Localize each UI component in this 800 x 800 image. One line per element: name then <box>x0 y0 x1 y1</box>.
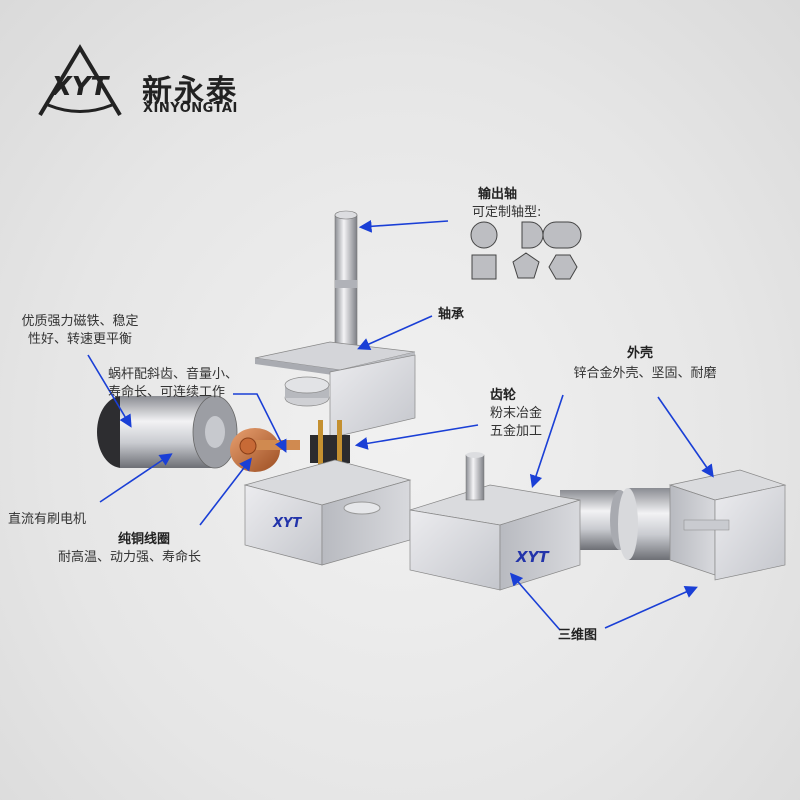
small-gears <box>310 420 350 470</box>
shaft-shape-icons <box>470 221 582 280</box>
three-view-label: 三维图 <box>558 628 598 643</box>
brand-logo-icon: XYT <box>38 44 122 117</box>
brand-name-cn: 新永泰 <box>142 74 238 109</box>
bearing-label: 轴承 <box>438 307 465 322</box>
assembled-gearbox: XYT <box>409 452 630 591</box>
dc-motor-label: 直流有刷电机 <box>8 512 87 527</box>
coil-subtitle: 耐高温、动力强、寿命长 <box>58 550 202 565</box>
housing-title: 外壳 <box>626 346 653 361</box>
worm-label-line2: 寿命长、可连续工作 <box>108 385 226 400</box>
output-shaft <box>334 210 358 346</box>
brand-name-en: XINYONGTAI <box>143 101 238 116</box>
callout-arrows <box>87 219 714 631</box>
assembled-gearbox-rear <box>618 469 787 581</box>
svg-text:XYT: XYT <box>50 72 111 102</box>
copper-coil <box>230 428 300 472</box>
housing-subtitle: 锌合金外壳、坚固、耐磨 <box>573 366 717 381</box>
output-shaft-subtitle: 可定制轴型: <box>472 205 542 220</box>
magnet-label-line1: 优质强力磁铁、稳定 <box>21 314 139 329</box>
svg-text:XYT: XYT <box>272 516 302 531</box>
double-d-icon <box>542 221 582 249</box>
worm-gear <box>284 376 330 407</box>
open-housing: XYT <box>243 459 412 566</box>
cover-box <box>329 354 416 439</box>
coil-title: 纯铜线圈 <box>118 532 171 547</box>
hexagon-icon <box>548 254 578 280</box>
gear-line2: 五金加工 <box>490 424 543 439</box>
output-shaft-title: 输出轴 <box>478 187 518 202</box>
svg-text:XYT: XYT <box>515 548 550 566</box>
worm-label-line1: 蜗杆配斜齿、音量小、 <box>108 367 239 382</box>
gear-line1: 粉末冶金 <box>490 406 543 421</box>
magnet-label-line2: 性好、转速更平衡 <box>27 332 132 347</box>
circle-icon <box>470 221 498 249</box>
gear-title: 齿轮 <box>490 388 517 403</box>
d-cut-icon <box>521 221 544 249</box>
square-icon <box>471 254 497 280</box>
dc-motor <box>97 395 238 469</box>
pentagon-icon <box>512 252 540 279</box>
